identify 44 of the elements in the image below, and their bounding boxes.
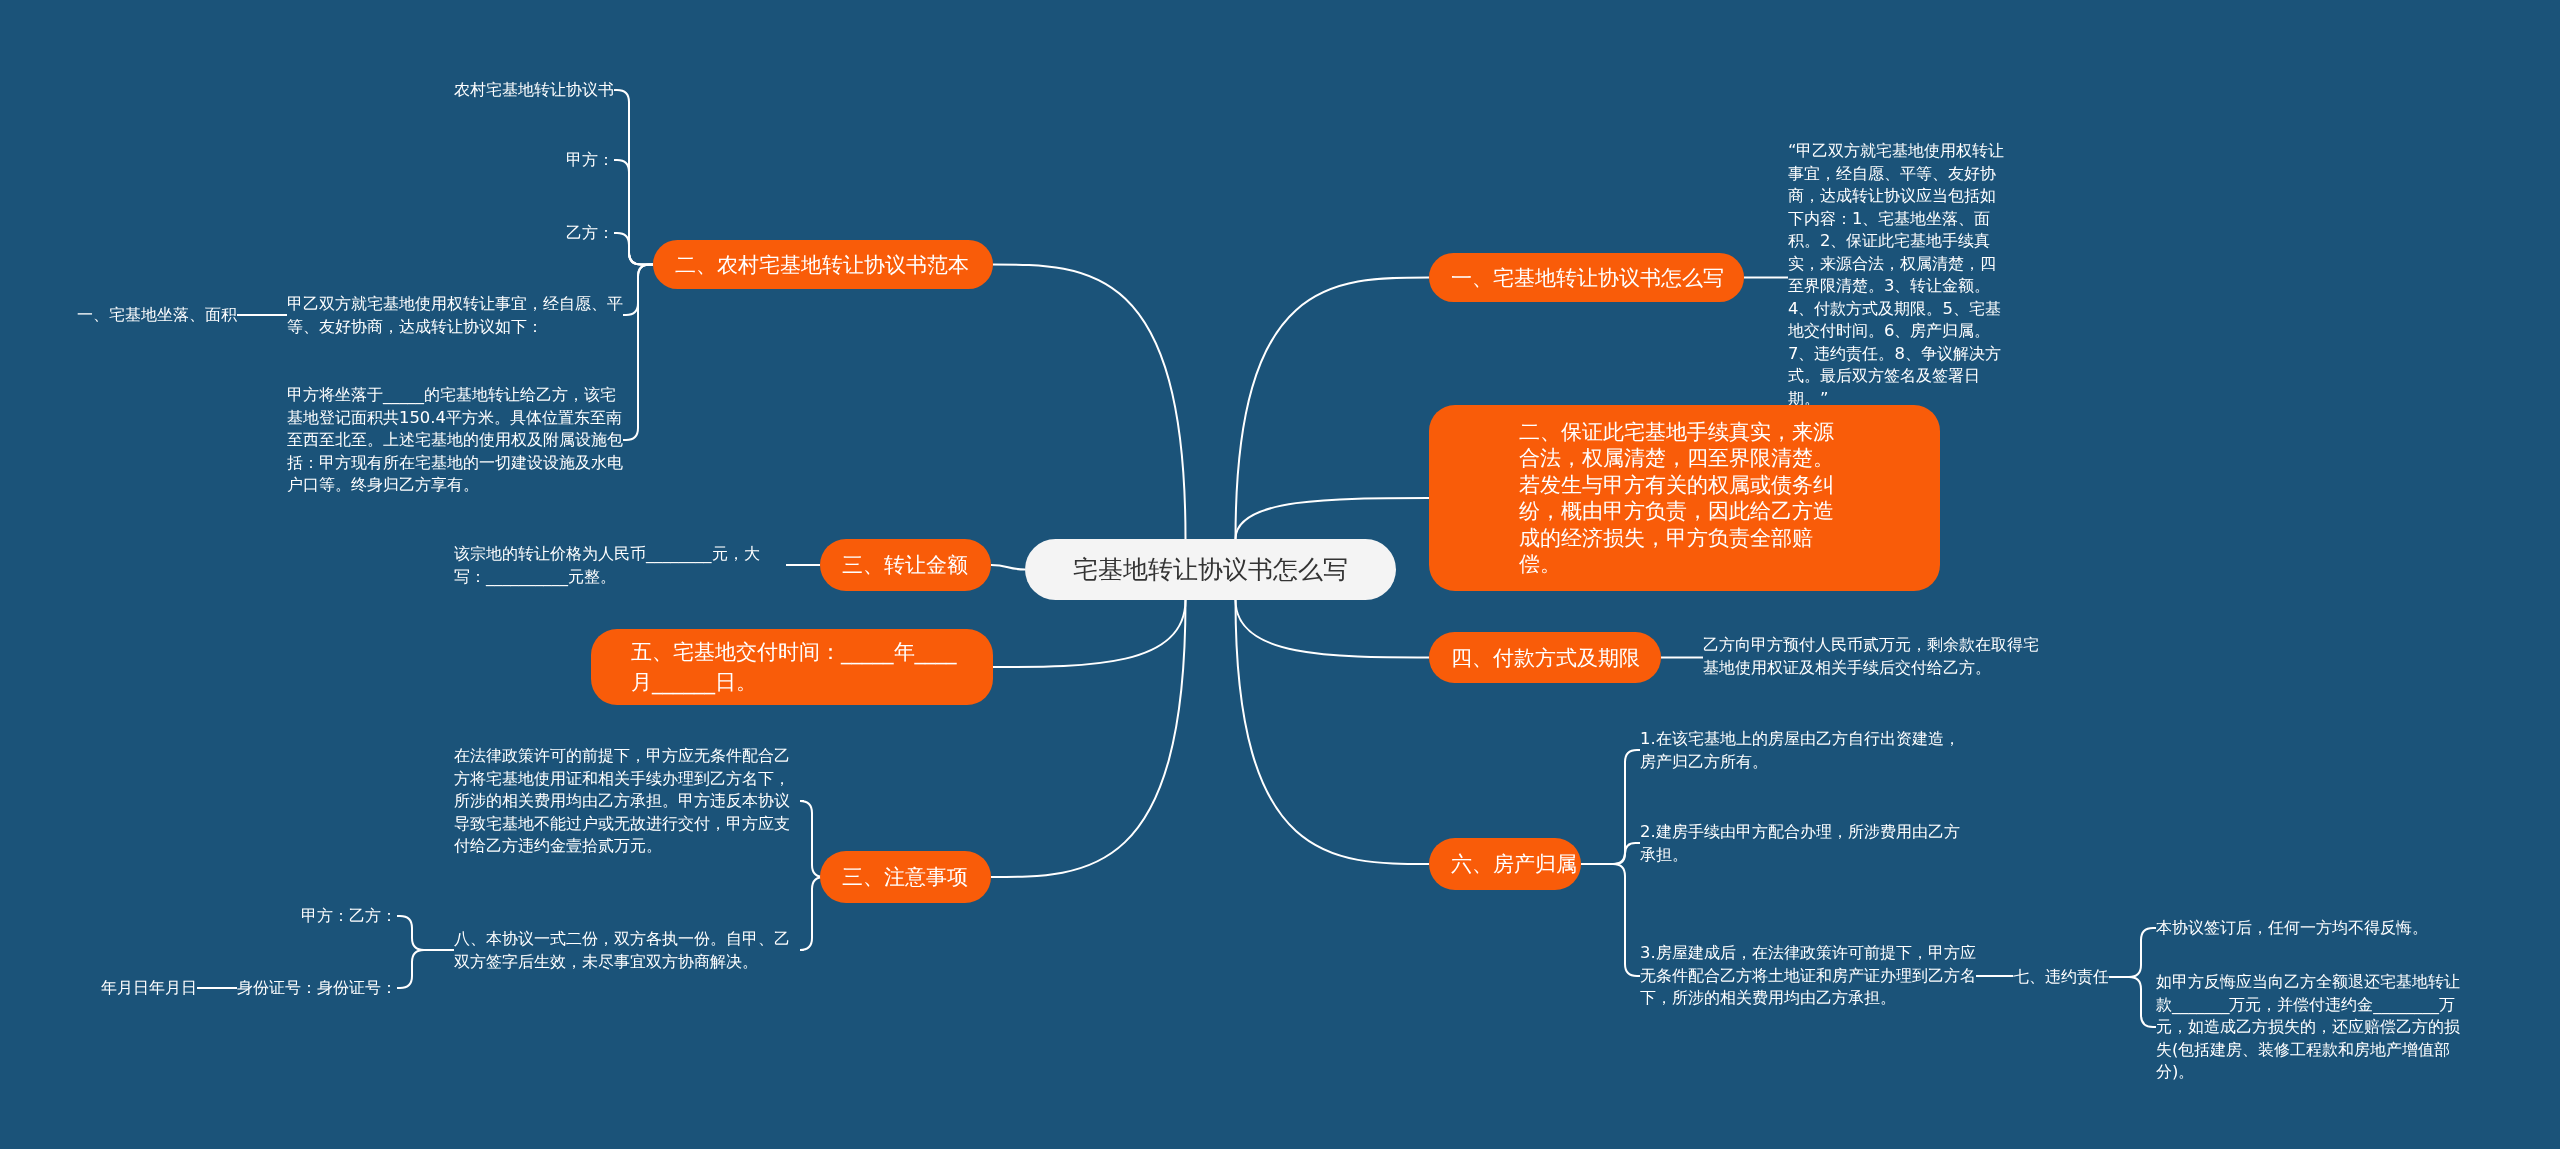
subtopic-text: 年月日年月日 bbox=[101, 976, 197, 1000]
subtopic-text: 八、本协议一式二份，双方各执一份。自甲、乙双方签字后生效，未尽事宜双方协商解决。 bbox=[454, 927, 804, 973]
connector-line bbox=[1660, 656, 1704, 659]
connector-line bbox=[622, 263, 654, 441]
topic-box: 四、付款方式及期限 bbox=[1429, 632, 1661, 683]
subtopic-text: 1.在该宅基地上的房屋由乙方自行出资建造，房产归乙方所有。 bbox=[1640, 727, 1974, 773]
connector-line bbox=[396, 949, 455, 989]
subtopic-text: 甲方： bbox=[566, 148, 614, 172]
connector-line bbox=[1743, 276, 1789, 279]
subtopic-text: 3.房屋建成后，在法律政策许可前提下，甲方应无条件配合乙方将土地证和房产证办理到乙方名下，所涉的相关费用均由乙方承担。 bbox=[1640, 942, 1976, 1010]
connector-line bbox=[1975, 975, 2014, 977]
connector-line bbox=[1234, 497, 1430, 540]
topic-box: 三、转让金额 bbox=[820, 539, 991, 591]
subtopic-text: 在法律政策许可的前提下，甲方应无条件配合乙方将宅基地使用证和相关手续办理到乙方名下，所涉的相关费用均由乙方承担。甲方违反本协议导致宅基地不能过户或无故进行交付，甲方应支付给乙方违约金壹拾贰万元。 bbox=[454, 744, 804, 858]
connector-line bbox=[785, 564, 821, 566]
subtopic-text: 本协议签订后，任何一方均不得反悔。 bbox=[2156, 916, 2428, 940]
connector-line bbox=[1234, 276, 1430, 540]
connector-line bbox=[990, 599, 1187, 878]
subtopic-text: 甲方将坐落于_____的宅基地转让给乙方，该宅基地登记面积共150.4平方米。具体位置东至南至西至北至。上述宅基地的使用权及附属设施包括：甲方现有所在宅基地的一切建设设施及水电户口等。终身归乙方享有。 bbox=[287, 383, 623, 497]
subtopic-text: 乙方： bbox=[566, 221, 614, 245]
connector-line bbox=[990, 564, 1026, 571]
connector-line bbox=[1580, 863, 1641, 977]
connector-line bbox=[196, 987, 238, 989]
subtopic-text: 如甲方反悔应当向乙方全额退还宅基地转让款_______万元，并偿付违约金________万元，如造成乙方损失的，还应赔偿乙方的损失(包括建房、装修工程款和房地产增值部分)。 bbox=[2156, 970, 2474, 1084]
connector-line bbox=[1234, 599, 1430, 865]
subtopic-text: 2.建房手续由甲方配合办理，所涉费用由乙方承担。 bbox=[1640, 820, 1974, 866]
topic-box: 二、保证此宅基地手续真实，来源合法，权属清楚，四至界限清楚。若发生与甲方有关的权属或债务纠纷，概由甲方负责，因此给乙方造成的经济损失，甲方负责全部赔偿。 bbox=[1429, 405, 1940, 591]
subtopic-text: 甲乙双方就宅基地使用权转让事宜，经自愿、平等、友好协商，达成转让协议如下： bbox=[287, 292, 623, 338]
subtopic-text: 该宗地的转让价格为人民币________元，大写：__________元整。 bbox=[454, 542, 786, 588]
central-topic: 宅基地转让协议书怎么写 bbox=[1025, 539, 1396, 600]
topic-box: 三、注意事项 bbox=[820, 851, 991, 903]
subtopic-text: 身份证号：身份证号： bbox=[237, 976, 397, 1000]
subtopic-text: 农村宅基地转让协议书 bbox=[454, 78, 614, 102]
connector-line bbox=[2108, 976, 2157, 1028]
topic-box: 二、农村宅基地转让协议书范本 bbox=[653, 240, 993, 289]
subtopic-text: 一、宅基地坐落、面积 bbox=[77, 303, 237, 327]
subtopic-text: 甲方：乙方： bbox=[301, 904, 397, 928]
subtopic-text: 乙方向甲方预付人民币贰万元，剩余款在取得宅基地使用权证及相关手续后交付给乙方。 bbox=[1703, 633, 2039, 679]
connector-line bbox=[992, 263, 1187, 540]
topic-box: 五、宅基地交付时间：_____年____月______日。 bbox=[591, 629, 993, 705]
subtopic-text: 七、违约责任 bbox=[2013, 965, 2109, 989]
topic-box: 一、宅基地转让协议书怎么写 bbox=[1429, 253, 1744, 302]
connector-line bbox=[236, 314, 288, 316]
topic-box: 六、房产归属 bbox=[1429, 838, 1581, 890]
